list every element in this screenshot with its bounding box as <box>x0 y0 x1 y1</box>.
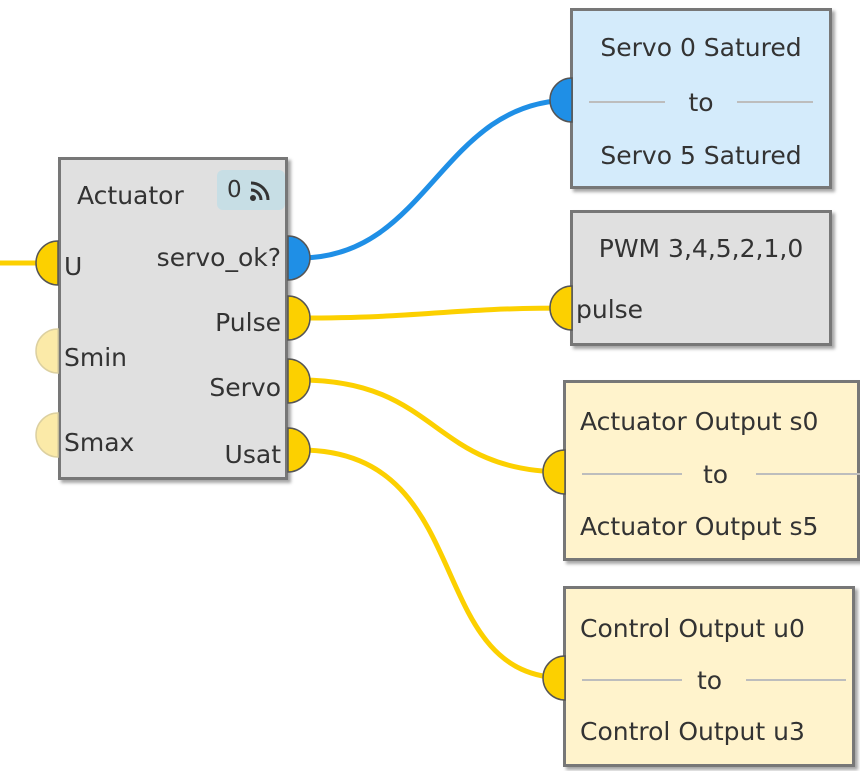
pwm-title: PWM 3,4,5,2,1,0 <box>598 234 804 263</box>
input-port-smin[interactable] <box>30 328 60 374</box>
input-label-u: U <box>64 252 83 281</box>
actuator-output-mid: to <box>703 460 729 489</box>
rss-icon <box>250 181 270 201</box>
control-output-node[interactable]: Control Output u0 to Control Output u3 <box>563 586 855 767</box>
wire-servo-ok[interactable] <box>299 97 573 261</box>
separator <box>582 679 682 681</box>
output-label-servo-ok: servo_ok? <box>156 243 281 272</box>
output-label-pulse: Pulse <box>215 308 281 337</box>
wire-servo[interactable] <box>299 377 566 475</box>
separator <box>756 473 860 475</box>
servo-satured-top: Servo 0 Satured <box>600 33 802 62</box>
control-output-top: Control Output u0 <box>580 614 805 643</box>
output-port-usat[interactable] <box>286 427 316 473</box>
actuator-output-node[interactable]: Actuator Output s0 to Actuator Output s5 <box>563 380 860 561</box>
output-port-servo[interactable] <box>286 358 316 404</box>
separator <box>737 101 813 103</box>
servo-satured-node[interactable]: Servo 0 Satured to Servo 5 Satured <box>570 8 832 189</box>
input-port-smax[interactable] <box>30 412 60 458</box>
badge-count: 0 <box>227 177 242 203</box>
input-port-servo-satured[interactable] <box>544 77 574 123</box>
input-label-smax: Smax <box>64 428 135 457</box>
actuator-title: Actuator <box>77 181 184 210</box>
separator <box>746 679 846 681</box>
separator <box>582 473 682 475</box>
control-output-mid: to <box>697 666 723 695</box>
separator <box>589 101 665 103</box>
input-port-control-output[interactable] <box>537 655 567 701</box>
actuator-output-top: Actuator Output s0 <box>580 407 819 436</box>
output-label-servo: Servo <box>209 373 281 402</box>
wire-usat[interactable] <box>299 447 566 681</box>
input-label-smin: Smin <box>64 343 128 372</box>
input-port-u[interactable] <box>30 240 60 286</box>
output-label-usat: Usat <box>224 440 281 469</box>
pwm-input-label-pulse: pulse <box>576 295 644 324</box>
output-port-servo-ok[interactable] <box>286 235 316 281</box>
servo-satured-bottom: Servo 5 Satured <box>600 141 802 170</box>
input-port-actuator-output[interactable] <box>537 449 567 495</box>
pwm-node[interactable]: PWM 3,4,5,2,1,0 pulse <box>570 210 832 346</box>
subscriber-badge[interactable]: 0 <box>217 170 285 210</box>
wire-pulse[interactable] <box>299 305 573 321</box>
control-output-bottom: Control Output u3 <box>580 717 805 746</box>
output-port-pulse[interactable] <box>286 295 316 341</box>
actuator-output-bottom: Actuator Output s5 <box>580 512 819 541</box>
servo-satured-mid: to <box>688 88 714 117</box>
input-port-pwm-pulse[interactable] <box>544 285 574 331</box>
actuator-node[interactable]: Actuator 0 U Smin Smax servo_ok? Pulse S… <box>58 157 288 480</box>
